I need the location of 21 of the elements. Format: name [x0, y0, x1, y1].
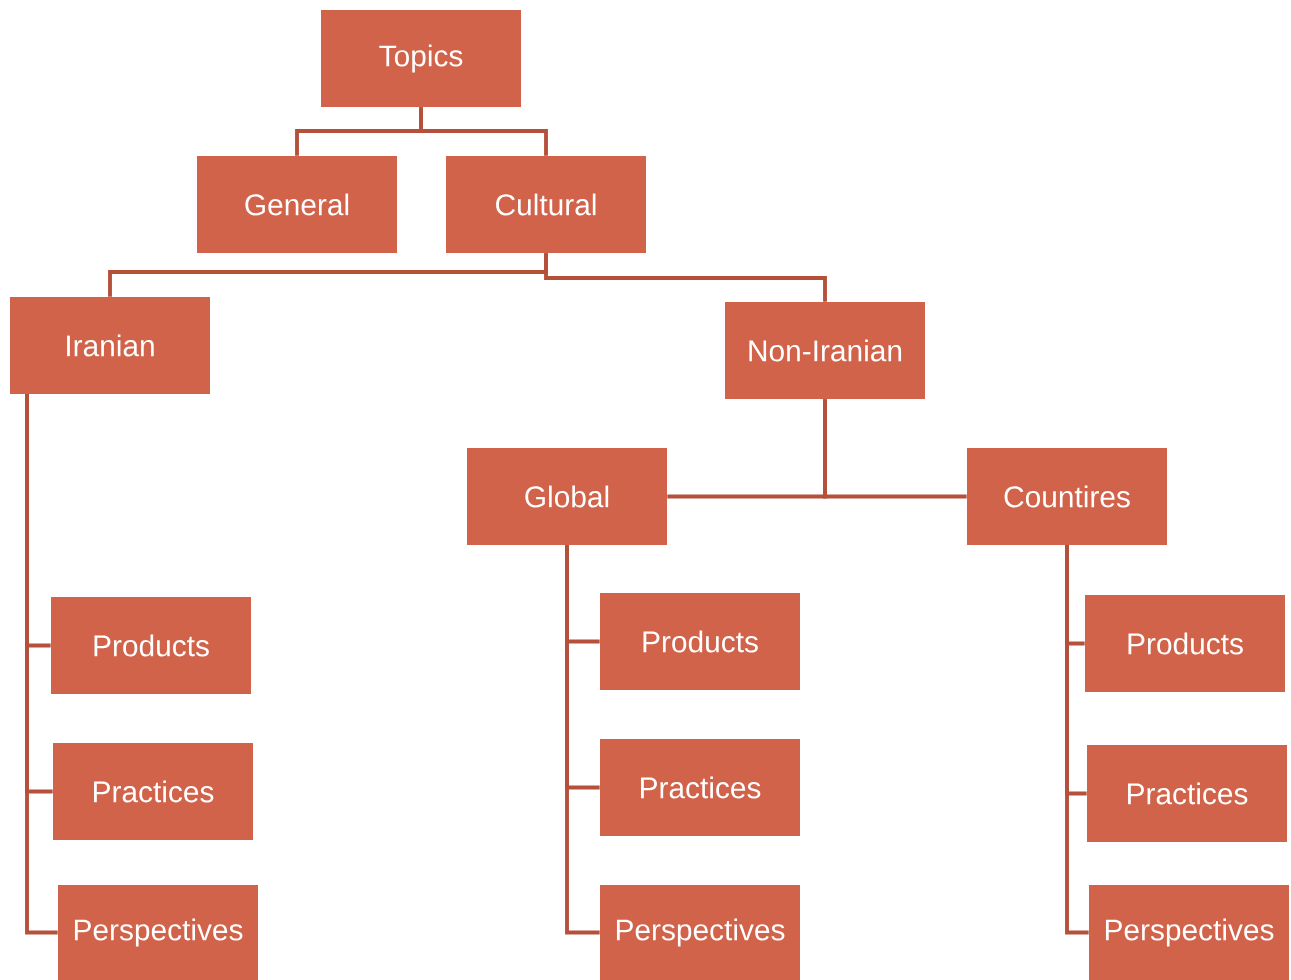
topic-box: Practices [53, 743, 253, 840]
topic-box: General [197, 156, 397, 253]
topic-box: Products [51, 597, 251, 694]
topic-box: Non-Iranian [725, 302, 925, 399]
topic-box: Topics [321, 10, 521, 107]
connector-line [1065, 545, 1089, 935]
topic-box: Perspectives [58, 885, 258, 980]
topic-box: Products [600, 593, 800, 690]
connector-line [544, 253, 827, 302]
connector-line [419, 107, 548, 156]
topic-box: Perspectives [1089, 885, 1289, 980]
topic-box: Cultural [446, 156, 646, 253]
topic-box: Products [1085, 595, 1285, 692]
topic-box: Iranian [10, 297, 210, 394]
connector-line [823, 399, 967, 499]
topic-box: Countires [967, 448, 1167, 545]
connector-line [565, 545, 600, 935]
topic-box: Perspectives [600, 885, 800, 980]
topic-box: Practices [600, 739, 800, 836]
topic-box: Practices [1087, 745, 1287, 842]
topic-box: Global [467, 448, 667, 545]
